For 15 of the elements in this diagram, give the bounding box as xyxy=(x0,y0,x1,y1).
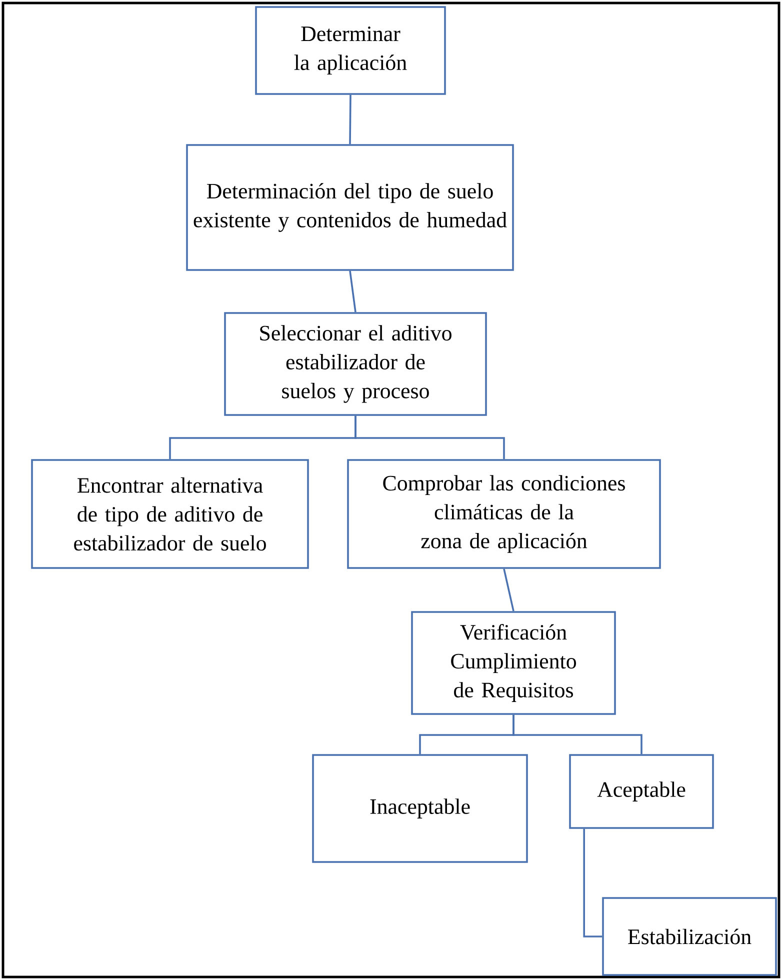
connector-line xyxy=(512,714,642,754)
connector-line xyxy=(354,416,505,460)
process-box: Verificación Cumplimiento de Requisitos xyxy=(411,611,616,715)
process-box: Determinar la aplicación xyxy=(255,6,446,95)
process-box: Inaceptable xyxy=(312,754,528,863)
connector-line xyxy=(583,828,602,938)
process-box: Encontrar alternativa de tipo de aditivo de estabilizador de suelo xyxy=(31,459,309,569)
process-box: Seleccionar el aditivo estabilizador de suelos y proceso xyxy=(224,312,487,416)
connector-line xyxy=(349,94,352,144)
process-box: Estabilización xyxy=(602,897,777,976)
process-box: Aceptable xyxy=(569,754,714,829)
connector-line xyxy=(503,568,514,612)
process-box: Comprobar las condiciones climáticas de la zona de aplicación xyxy=(347,459,661,569)
connector-line xyxy=(349,270,356,312)
process-box: Determinación del tipo de suelo existente y contenidos de humedad xyxy=(186,144,514,271)
